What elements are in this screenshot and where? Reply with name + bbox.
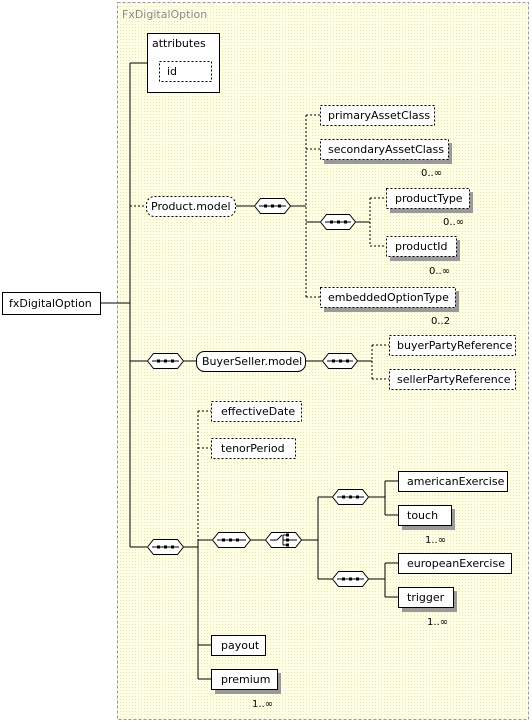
- element-embedded-option-type[interactable]: embeddedOptionType: [320, 287, 460, 313]
- element-effective-date[interactable]: effectiveDate: [211, 401, 302, 422]
- buyer-seller-model-group[interactable]: BuyerSeller.model: [196, 351, 306, 372]
- attribute-id[interactable]: id: [159, 61, 212, 82]
- sequence-icon: [321, 353, 359, 369]
- sequence-icon: [331, 489, 370, 505]
- root-element-label: fxDigitalOption: [9, 297, 92, 310]
- sequence-icon: [146, 353, 185, 369]
- element-primary-asset-class[interactable]: primaryAssetClass: [320, 105, 435, 126]
- european-exercise-label: europeanExercise: [407, 557, 505, 570]
- sequence-icon: [253, 198, 292, 214]
- connector-lines: [101, 62, 398, 680]
- embedded-option-type-label: embeddedOptionType: [328, 291, 449, 304]
- touch-label: touch: [407, 509, 438, 522]
- sequence-icon: [211, 532, 252, 548]
- product-id-cardinality: 0..∞: [429, 266, 450, 277]
- seller-party-reference-label: sellerPartyReference: [397, 373, 511, 386]
- root-element[interactable]: fxDigitalOption: [2, 292, 101, 315]
- tenor-period-label: tenorPeriod: [221, 442, 285, 455]
- choice-icon: [264, 532, 303, 548]
- element-trigger[interactable]: trigger: [398, 587, 458, 613]
- product-type-cardinality: 0..∞: [443, 217, 464, 228]
- container-title: FxDigitalOption: [122, 8, 207, 21]
- secondary-asset-class-cardinality: 0..∞: [421, 168, 442, 179]
- product-id-label: productId: [395, 240, 448, 253]
- touch-cardinality: 1..∞: [425, 535, 446, 546]
- element-product-type[interactable]: productType: [386, 188, 474, 214]
- trigger-label: trigger: [407, 591, 445, 604]
- trigger-cardinality: 1..∞: [427, 617, 448, 628]
- buyer-seller-model-label: BuyerSeller.model: [202, 355, 302, 368]
- element-buyer-party-reference[interactable]: buyerPartyReference: [389, 335, 516, 356]
- element-tenor-period[interactable]: tenorPeriod: [211, 438, 296, 459]
- product-model-label: Product.model: [151, 200, 231, 213]
- attribute-id-label: id: [167, 65, 177, 78]
- attributes-label: attributes: [152, 37, 206, 50]
- primary-asset-class-label: primaryAssetClass: [328, 109, 430, 122]
- element-premium[interactable]: premium: [211, 669, 282, 695]
- buyer-party-reference-label: buyerPartyReference: [397, 339, 513, 352]
- element-european-exercise[interactable]: europeanExercise: [398, 553, 512, 574]
- product-model-group[interactable]: Product.model: [146, 196, 236, 217]
- element-product-id[interactable]: productId: [386, 236, 461, 262]
- american-exercise-label: americanExercise: [407, 475, 505, 488]
- element-seller-party-reference[interactable]: sellerPartyReference: [389, 369, 516, 390]
- element-american-exercise[interactable]: americanExercise: [398, 471, 508, 492]
- secondary-asset-class-label: secondaryAssetClass: [328, 143, 444, 156]
- payout-label: payout: [221, 639, 260, 652]
- element-payout[interactable]: payout: [211, 635, 266, 656]
- attributes-group[interactable]: attributes id: [147, 33, 220, 93]
- effective-date-label: effectiveDate: [221, 405, 295, 418]
- element-touch[interactable]: touch: [398, 505, 456, 531]
- element-secondary-asset-class[interactable]: secondaryAssetClass: [320, 139, 453, 165]
- product-type-label: productType: [395, 192, 463, 205]
- embedded-option-type-cardinality: 0..2: [431, 316, 450, 327]
- premium-cardinality: 1..∞: [252, 699, 273, 710]
- sequence-icon: [331, 571, 370, 587]
- sequence-icon: [146, 539, 185, 555]
- sequence-icon: [319, 214, 357, 230]
- premium-label: premium: [221, 673, 271, 686]
